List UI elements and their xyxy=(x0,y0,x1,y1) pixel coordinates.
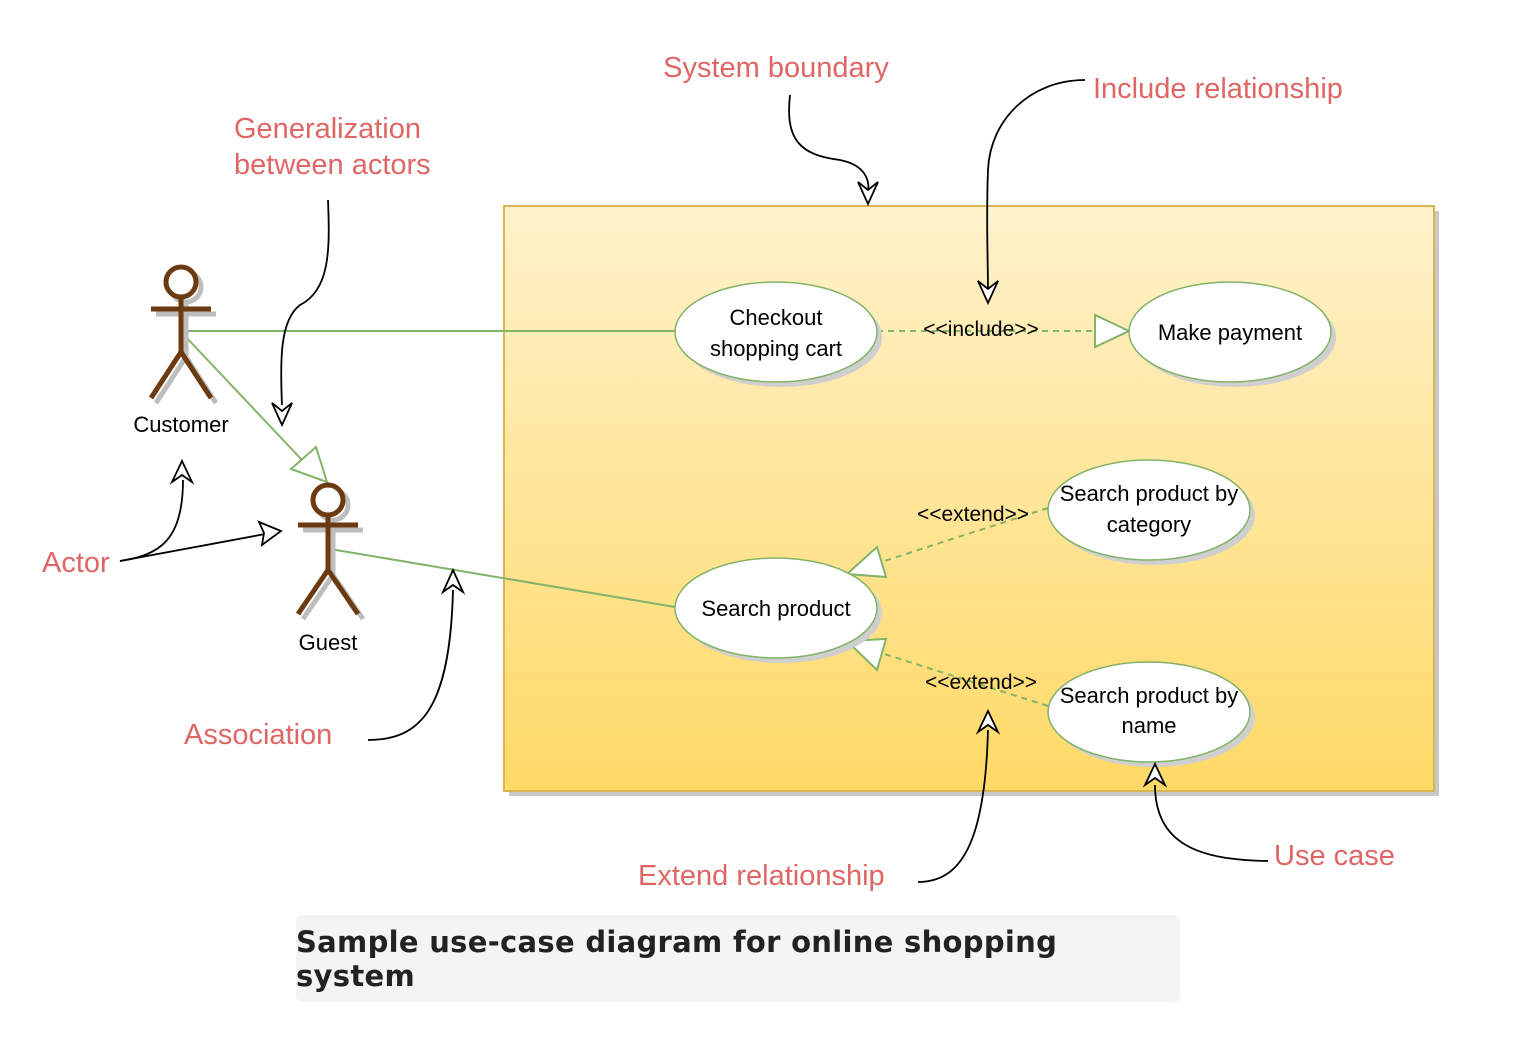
generalization-customer-guest xyxy=(183,334,329,484)
extend-pointer xyxy=(917,729,989,883)
association-pointer xyxy=(367,589,454,741)
use-case-search-by-category-line2: category xyxy=(1107,512,1191,537)
include-arrowhead xyxy=(977,280,999,306)
extend-name-line xyxy=(844,637,1049,707)
extend-arrowhead xyxy=(975,708,1001,735)
use-case-search-product[interactable]: Search product xyxy=(674,557,882,663)
use-case-checkout[interactable]: Checkout shopping cart xyxy=(674,281,882,387)
annotation-association: Association xyxy=(184,719,332,751)
system-boundary-pointer xyxy=(788,94,870,193)
generalization-pointer xyxy=(280,199,330,406)
actor-customer-label: Customer xyxy=(133,412,228,437)
annotation-generalization-line1: Generalization xyxy=(234,113,421,145)
actor-guest[interactable]: Guest xyxy=(295,482,366,655)
use-case-search-by-category[interactable]: Search product by category xyxy=(1047,459,1255,565)
extend-category-line xyxy=(844,507,1049,579)
use-case-checkout-line1: Checkout xyxy=(730,305,823,330)
actor-pointer-customer xyxy=(119,479,184,562)
use-case-checkout-line2: shopping cart xyxy=(710,336,842,361)
annotation-generalization-line2: between actors xyxy=(234,149,431,181)
actor-customer[interactable]: Customer xyxy=(133,264,229,437)
use-case-arrowhead xyxy=(1142,761,1168,788)
actor-arrowhead-customer xyxy=(169,458,195,485)
annotation-include-relationship: Include relationship xyxy=(1093,73,1343,105)
use-case-search-by-category-line1: Search product by xyxy=(1060,481,1239,506)
include-relationship-line xyxy=(877,313,1132,349)
annotation-system-boundary: System boundary xyxy=(663,52,889,84)
use-case-search-by-name-line2: name xyxy=(1121,713,1176,738)
use-case-make-payment[interactable]: Make payment xyxy=(1128,281,1336,387)
system-boundary xyxy=(503,205,1439,796)
use-case-search-by-name[interactable]: Search product by name xyxy=(1047,661,1255,767)
annotation-arrows xyxy=(119,79,1269,883)
annotation-actor: Actor xyxy=(42,547,110,579)
use-case-make-payment-label: Make payment xyxy=(1158,320,1302,345)
actor-arrowhead-guest xyxy=(257,520,283,548)
use-case-pointer xyxy=(1154,784,1269,862)
use-case-search-product-label: Search product xyxy=(701,596,850,621)
extend-stereotype-label-category: <<extend>> xyxy=(917,503,1029,526)
diagram-caption: Sample use-case diagram for online shopp… xyxy=(296,915,1180,1002)
system-boundary-arrowhead xyxy=(857,181,879,207)
use-case-search-by-name-line1: Search product by xyxy=(1060,683,1239,708)
generalization-arrowhead xyxy=(271,402,293,428)
annotation-use-case: Use case xyxy=(1274,840,1395,872)
actor-guest-label: Guest xyxy=(299,630,358,655)
include-pointer xyxy=(986,79,1086,291)
extend-stereotype-label-name: <<extend>> xyxy=(925,671,1037,694)
include-stereotype-label: <<include>> xyxy=(923,318,1039,341)
association-guest-search xyxy=(329,548,676,608)
actor-pointer-guest xyxy=(119,531,277,562)
association-arrowhead xyxy=(440,567,466,595)
annotation-extend-relationship: Extend relationship xyxy=(638,860,885,892)
